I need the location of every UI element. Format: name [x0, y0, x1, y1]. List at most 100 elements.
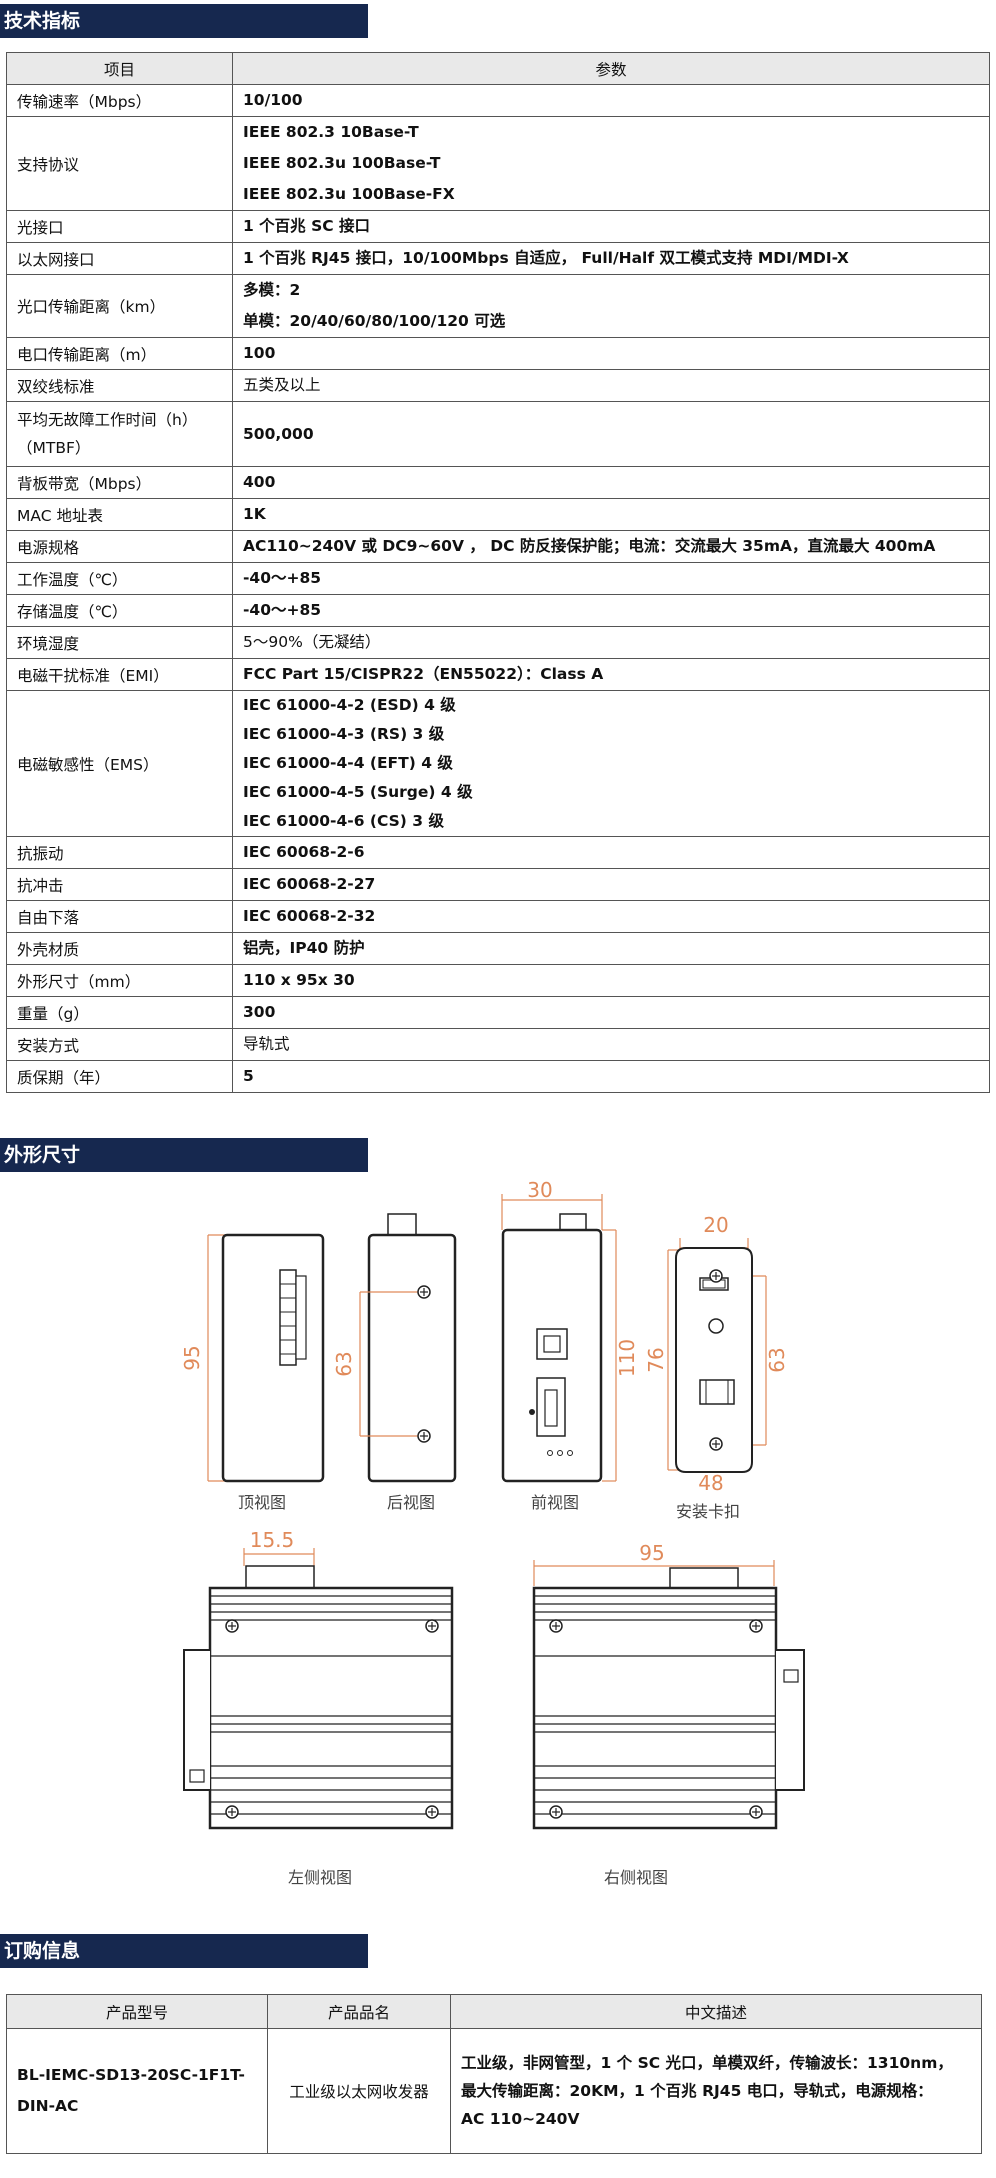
spec-value: 1 个百兆 SC 接口	[232, 210, 990, 243]
order-desc-line: 最大传输距离：20KM，1 个百兆 RJ45 电口，导轨式，电源规格：	[461, 2082, 933, 2100]
spec-key: 电磁干扰标准（EMI）	[6, 658, 233, 691]
spec-row: MAC 地址表 1K	[6, 498, 990, 531]
spec-key: 光接口	[6, 210, 233, 243]
spec-key: 工作温度（℃）	[6, 562, 233, 595]
spec-key: MAC 地址表	[6, 498, 233, 531]
spec-value-line: IEC 60068-2-27	[243, 875, 376, 893]
clip-height-label: 76	[644, 1347, 668, 1372]
order-product-name: 工业级以太网收发器	[267, 2028, 451, 2154]
spec-key: 抗振动	[6, 836, 233, 869]
spec-value: 1 个百兆 RJ45 接口，10/100Mbps 自适应， Full/Half …	[232, 242, 990, 275]
spec-row: 重量（g） 300	[6, 996, 990, 1029]
rear-view-spacing-label: 63	[332, 1351, 356, 1376]
clip-caption: 安装卡扣	[676, 1502, 740, 1521]
right-width-label: 95	[639, 1541, 664, 1565]
spec-key: 双绞线标准	[6, 369, 233, 402]
order-header-desc: 中文描述	[450, 1994, 982, 2029]
clip-bottom-label: 48	[698, 1471, 723, 1495]
spec-value-line: FCC Part 15/CISPR22（EN55022）：Class A	[243, 665, 604, 683]
spec-value-line: 1 个百兆 SC 接口	[243, 217, 371, 235]
spec-section-title: 技术指标	[0, 4, 368, 38]
spec-value: 110 x 95x 30	[232, 964, 990, 997]
spec-row: 抗冲击 IEC 60068-2-27	[6, 868, 990, 901]
spec-value-line: 5	[243, 1067, 254, 1085]
spec-row: 工作温度（℃） -40～+85	[6, 562, 990, 595]
spec-value: 五类及以上	[232, 369, 990, 402]
spec-value: FCC Part 15/CISPR22（EN55022）：Class A	[232, 658, 990, 691]
spec-value-line: IEC 61000-4-2 (ESD) 4 级	[243, 696, 456, 714]
spec-value: 导轨式	[232, 1028, 990, 1061]
spec-key: 重量（g）	[6, 996, 233, 1029]
spec-value: 400	[232, 466, 990, 499]
spec-value: 500,000	[232, 401, 990, 467]
top-view-height-label: 95	[180, 1345, 204, 1370]
spec-value: -40～+85	[232, 594, 990, 627]
top-view-drawing	[207, 1233, 325, 1483]
top-view-caption: 顶视图	[238, 1493, 286, 1512]
spec-value: IEC 60068-2-6	[232, 836, 990, 869]
spec-value: 1K	[232, 498, 990, 531]
order-header-name: 产品品名	[267, 1994, 451, 2029]
spec-key: 电磁敏感性（EMS）	[6, 690, 233, 837]
spec-value-line: 单模：20/40/60/80/100/120 可选	[243, 312, 506, 330]
spec-key: 自由下落	[6, 900, 233, 933]
spec-row: 存储温度（℃）-40～+85	[6, 594, 990, 627]
spec-value: 100	[232, 337, 990, 370]
spec-key: 传输速率（Mbps）	[6, 84, 233, 117]
spec-row: 自由下落 IEC 60068-2-32	[6, 900, 990, 933]
spec-value-line: 110 x 95x 30	[243, 971, 355, 989]
spec-value-line: 1K	[243, 505, 266, 523]
spec-key: 外形尺寸（mm）	[6, 964, 233, 997]
order-desc-line: AC 110~240V	[461, 2110, 580, 2128]
spec-row: 安装方式导轨式	[6, 1028, 990, 1061]
spec-value-line: IEC 61000-4-5 (Surge) 4 级	[243, 783, 473, 801]
spec-row: 外形尺寸（mm） 110 x 95x 30	[6, 964, 990, 997]
left-connector-label: 15.5	[250, 1528, 295, 1552]
spec-value-line: IEEE 802.3u 100Base-T	[243, 154, 441, 172]
spec-value: 5	[232, 1060, 990, 1093]
spec-value: 5～90%（无凝结）	[232, 626, 990, 659]
order-section-title: 订购信息	[0, 1934, 368, 1968]
spec-value-line: 300	[243, 1003, 276, 1021]
order-model: BL-IEMC-SD13-20SC-1F1T-DIN-AC	[6, 2028, 268, 2154]
spec-value: 10/100	[232, 84, 990, 117]
spec-key: 环境湿度	[6, 626, 233, 659]
spec-key: 以太网接口	[6, 242, 233, 275]
order-description: 工业级，非网管型，1 个 SC 光口，单模双纤，传输波长：1310nm， 最大传…	[450, 2028, 982, 2154]
spec-row: 平均无故障工作时间（h）（MTBF）500,000	[6, 401, 990, 467]
spec-value-line: 100	[243, 344, 276, 362]
spec-key: 电口传输距离（m）	[6, 337, 233, 370]
spec-value: 300	[232, 996, 990, 1029]
spec-value-line: -40～+85	[243, 569, 322, 587]
spec-value-line: -40～+85	[243, 601, 322, 619]
spec-row: 以太网接口 1 个百兆 RJ45 接口，10/100Mbps 自适应， Full/…	[6, 242, 990, 275]
left-view-caption: 左侧视图	[288, 1868, 352, 1887]
spec-value-line: IEC 60068-2-32	[243, 907, 376, 925]
spec-value-line: IEC 61000-4-6 (CS) 3 级	[243, 812, 444, 830]
spec-value: IEC 61000-4-2 (ESD) 4 级 IEC 61000-4-3 (RS…	[232, 690, 990, 837]
spec-key: 安装方式	[6, 1028, 233, 1061]
front-view-height-label: 110	[615, 1339, 639, 1377]
spec-value-line: 五类及以上	[243, 376, 321, 394]
spec-row: 外壳材质铝壳，IP40 防护	[6, 932, 990, 965]
front-view-drawing	[501, 1194, 617, 1483]
rear-view-caption: 后视图	[387, 1493, 435, 1512]
spec-value: 铝壳，IP40 防护	[232, 932, 990, 965]
order-header-model: 产品型号	[6, 1994, 268, 2029]
spec-value-line: 1 个百兆 RJ45 接口，10/100Mbps 自适应， Full/Half …	[243, 249, 849, 267]
spec-key: 质保期（年）	[6, 1060, 233, 1093]
spec-value: IEC 60068-2-27	[232, 868, 990, 901]
spec-value: AC110~240V 或 DC9~60V ， DC 防反接保护能；电流：交流最大…	[232, 530, 990, 563]
clip-spacing-label: 63	[765, 1347, 789, 1372]
spec-value: -40～+85	[232, 562, 990, 595]
spec-value-line: IEC 61000-4-3 (RS) 3 级	[243, 725, 445, 743]
spec-value-line: IEEE 802.3u 100Base-FX	[243, 185, 455, 203]
spec-row: 双绞线标准五类及以上	[6, 369, 990, 402]
spec-key: 抗冲击	[6, 868, 233, 901]
